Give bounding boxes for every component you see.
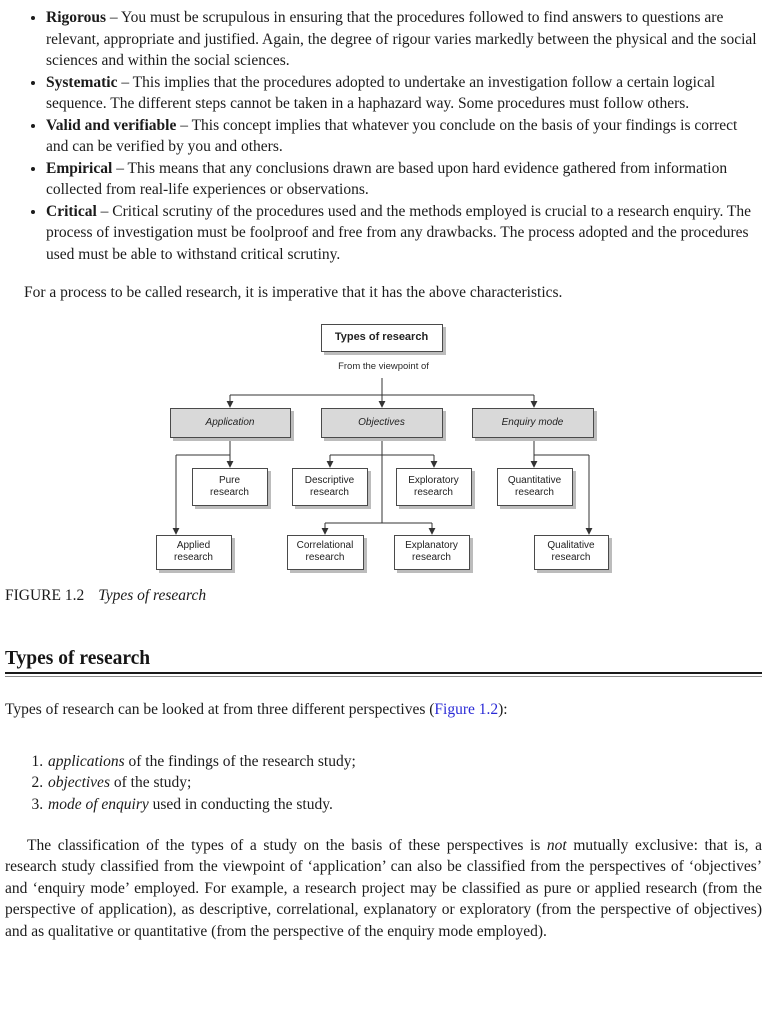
closing-text-1: The classification of the types of a stu… [27,836,547,854]
diagram-node-label: Correlational research [296,540,354,563]
characteristics-bullet-list: Rigorous – You must be scrupulous in ens… [5,7,762,265]
figure-caption-label: FIGURE 1.2 [5,586,85,604]
diagram-node-applied-research: Applied research [155,534,232,570]
diagram-node-label: Types of research [334,330,429,343]
section-intro-text: Types of research can be looked at from … [5,701,435,718]
diagram-node-pure-research: Pure research [191,467,268,506]
figure-caption: FIGURE 1.2 Types of research [5,585,762,607]
diagram-node-application: Application [169,407,291,438]
diagram-node-correlational-research: Correlational research [286,534,364,570]
list-item-mode-of-enquiry: mode of enquiry used in conducting the s… [47,794,762,816]
figure-1-2-diagram: Types of research From the viewpoint of … [149,320,619,576]
intro-paragraph: For a process to be called research, it … [24,284,563,301]
diagram-node-label: Applied research [174,540,213,563]
bullet-text: – This concept implies that whatever you… [46,116,738,156]
diagram-node-label: Descriptive research [304,474,355,498]
bullet-term: Valid and verifiable [46,116,177,134]
figure-1-2-link[interactable]: Figure 1.2 [434,701,499,718]
list-item-text: of the findings of the research study; [124,752,356,770]
perspectives-numbered-list: applications of the findings of the rese… [5,751,762,816]
bullet-text: – This means that any conclusions drawn … [46,159,728,199]
list-item-emphasis: applications [48,752,125,770]
heading-rule [5,672,762,677]
bullet-systematic: Systematic – This implies that the proce… [46,72,762,115]
diagram-node-qualitative-research: Qualitative research [533,534,609,570]
bullet-text: – This implies that the procedures adopt… [46,73,716,113]
list-item-emphasis: mode of enquiry [48,796,149,814]
diagram-connector-lines [172,377,592,535]
figure-caption-title: Types of research [98,586,207,604]
closing-paragraph: The classification of the types of a stu… [5,835,762,943]
bullet-term: Empirical [46,159,113,177]
bullet-critical: Critical – Critical scrutiny of the proc… [46,201,762,266]
closing-emphasis: not [546,836,567,854]
diagram-node-exploratory-research: Exploratory research [395,467,472,506]
diagram-viewpoint-label: From the viewpoint of [338,360,429,372]
bullet-rigorous: Rigorous – You must be scrupulous in ens… [46,7,762,72]
diagram-node-label: Objectives [358,416,405,428]
closing-text-2: mutually exclusive: that is, a research … [5,836,762,940]
bullet-text: – Critical scrutiny of the procedures us… [46,202,752,263]
diagram-node-label: Quantitative research [507,474,562,498]
bullet-empirical: Empirical – This means that any conclusi… [46,158,762,201]
diagram-node-label: Qualitative research [547,540,595,563]
bullet-term: Systematic [46,73,118,91]
diagram-node-descriptive-research: Descriptive research [291,467,368,506]
list-item-text: used in conducting the study. [148,796,333,814]
bullet-valid-verifiable: Valid and verifiable – This concept impl… [46,115,762,158]
diagram-node-label: Enquiry mode [501,416,564,428]
list-item-objectives: objectives of the study; [47,772,762,794]
diagram-node-quantitative-research: Quantitative research [496,467,573,506]
page-content: Rigorous – You must be scrupulous in ens… [0,0,768,942]
diagram-node-objectives: Objectives [320,407,443,438]
diagram-node-label: Pure research [210,474,249,498]
diagram-node-label: Explanatory research [405,540,458,563]
diagram-node-types-of-research: Types of research [320,323,443,352]
section-intro-text-after: ): [498,701,508,718]
diagram-node-enquiry-mode: Enquiry mode [471,407,594,438]
list-item-text: of the study; [109,774,192,792]
diagram-node-label: Application [205,416,255,428]
bullet-term: Critical [46,202,97,220]
bullet-text: – You must be scrupulous in ensuring tha… [46,9,757,69]
list-item-emphasis: objectives [48,774,110,792]
diagram-node-explanatory-research: Explanatory research [393,534,470,570]
section-heading: Types of research [5,648,151,669]
diagram-node-label: Exploratory research [408,474,459,498]
section-intro-paragraph: Types of research can be looked at from … [5,699,762,721]
list-item-applications: applications of the findings of the rese… [47,751,762,773]
bullet-term: Rigorous [46,9,107,26]
